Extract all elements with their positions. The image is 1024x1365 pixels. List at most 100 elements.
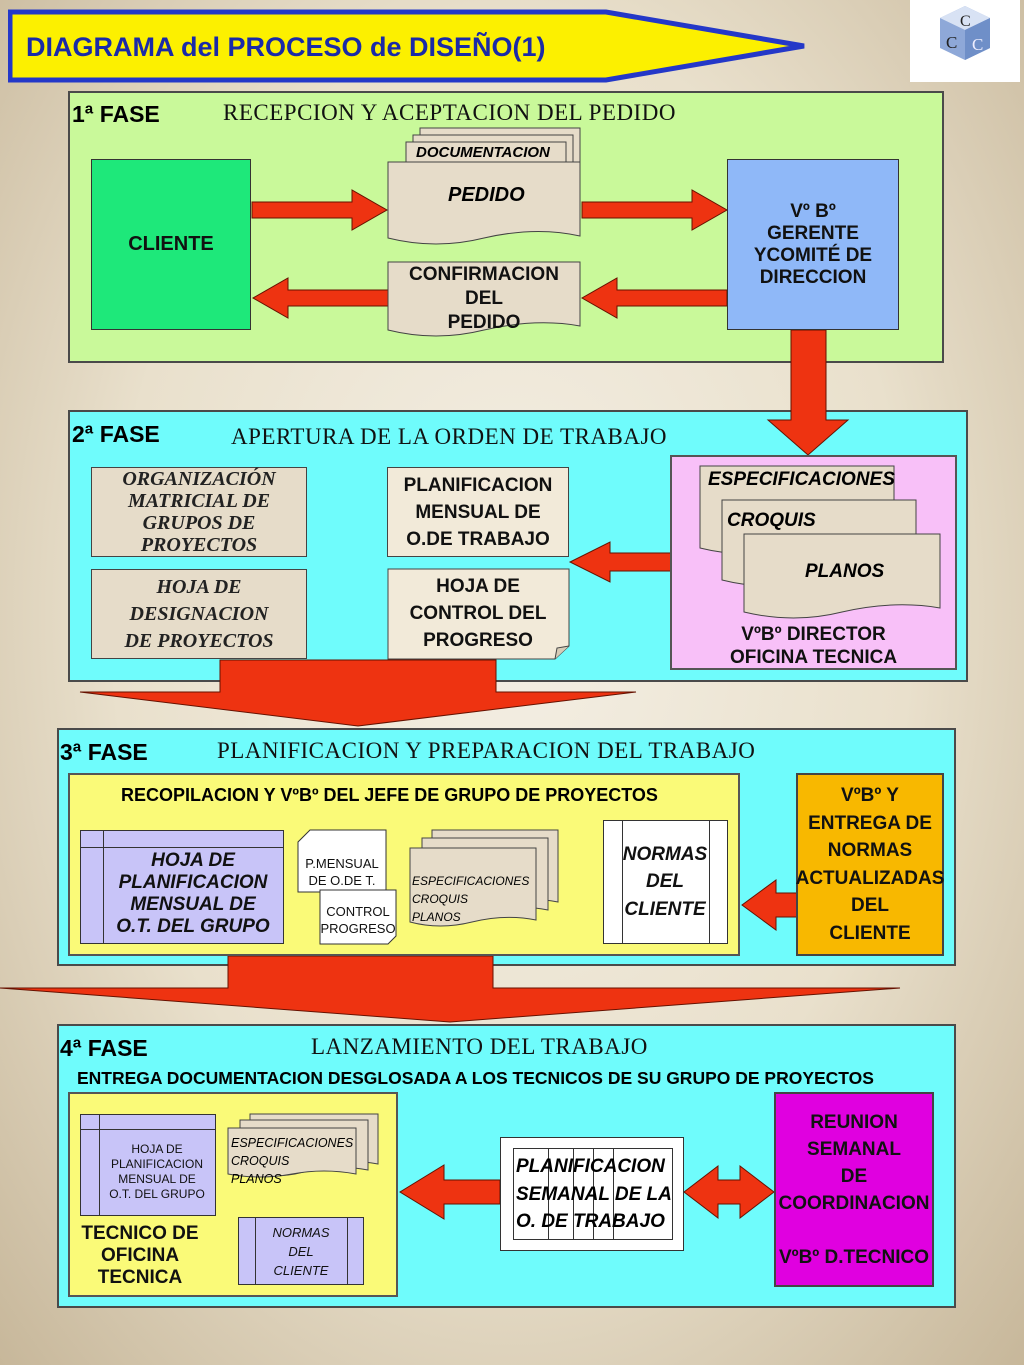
hoja-control-line-3: PROGRESO: [423, 629, 533, 651]
hoja-designacion-box: HOJA DE DESIGNACION DE PROYECTOS: [91, 569, 307, 659]
hoja-control-line-2: CONTROL DEL: [409, 602, 547, 624]
normas-cliente-box: [603, 820, 728, 944]
hoja-planificacion-line-2: PLANIFICACION: [118, 872, 268, 893]
organizacion-line-4: PROYECTOS: [140, 534, 258, 556]
organizacion-line-1: ORGANIZACIÓN: [122, 468, 276, 490]
docs-4-line-1: ESPECIFICACIONES: [231, 1136, 354, 1150]
normas-4-line-2: DEL: [288, 1243, 314, 1259]
tecnico-line-3: TECNICA: [97, 1267, 183, 1288]
documentacion-stack: [387, 127, 581, 245]
arrow-phase3-to-phase4: [0, 955, 901, 1023]
vb-entrega-line-6: CLIENTE: [829, 922, 911, 944]
hoja-planificacion-4-line-3: MENSUAL DE: [118, 1172, 196, 1186]
vb-gerente-box: Vº Bº GERENTE YCOMITÉ DE DIRECCION: [727, 159, 899, 330]
vb-director-line-2: OFICINA TECNICA: [729, 647, 898, 668]
confirmacion-line-1: CONFIRMACION: [409, 264, 559, 285]
reunion-line-1: REUNION: [810, 1111, 898, 1133]
arrow-cliente-to-pedido: [251, 189, 389, 231]
normas-line-2: DEL: [646, 871, 684, 893]
especificaciones-label: ESPECIFICACIONES: [708, 469, 895, 490]
vb-entrega-line-1: VºBº Y: [841, 785, 899, 806]
vb-gerente-line-3: YCOMITÉ DE: [753, 244, 873, 266]
reunion-line-3: DE: [840, 1165, 868, 1187]
vb-entrega-normas-box: VºBº Y ENTREGA DE NORMAS ACTUALIZADAS DE…: [796, 773, 944, 956]
vb-director-line-1: VºBº DIRECTOR: [741, 624, 886, 645]
confirmacion-text: CONFIRMACION DEL PEDIDO: [386, 262, 582, 336]
docs-3-line-3: PLANOS: [412, 910, 461, 924]
logo-letter-top: C: [960, 13, 971, 30]
hoja-planificacion-line-3: MENSUAL DE: [130, 894, 256, 915]
hoja-designacion-line-3: DE PROYECTOS: [124, 629, 274, 652]
specs-stack: [699, 465, 941, 619]
arrow-double-reunion: [683, 1164, 775, 1220]
recopilacion-label: RECOPILACION Y VºBº DEL JEFE DE GRUPO DE…: [121, 785, 658, 805]
vb-entrega-line-4: ACTUALIZADAS: [795, 867, 945, 889]
planificacion-line-2: MENSUAL DE: [415, 501, 541, 523]
hoja-planificacion-grupo-box: [80, 830, 284, 944]
confirmacion-line-2: DEL: [465, 288, 503, 309]
docs-3-line-1: ESPECIFICACIONES: [412, 874, 530, 888]
vb-gerente-line-4: DIRECCION: [759, 266, 867, 288]
planos-label: PLANOS: [805, 561, 885, 582]
planificacion-mensual-box: PLANIFICACION MENSUAL DE O.DE TRABAJO: [387, 467, 569, 557]
phase-1-label: 1ª FASE: [72, 101, 160, 127]
planificacion-semanal-line-3: O. DE TRABAJO: [516, 1211, 665, 1232]
planificacion-semanal-line-1: PLANIFICACION: [516, 1156, 665, 1177]
phase-4-title: LANZAMIENTO DEL TRABAJO: [311, 1034, 648, 1059]
hoja-planificacion-4-line-4: O.T. DEL GRUPO: [109, 1187, 205, 1201]
phase-3-label: 3ª FASE: [60, 739, 148, 765]
tecnico-oficina-text: TECNICO DE OFICINA TECNICA: [72, 1222, 208, 1290]
organizacion-matricial-box: ORGANIZACIÓN MATRICIAL DE GRUPOS DE PROY…: [91, 467, 307, 557]
reunion-line-6: VºBº D.TECNICO: [778, 1246, 930, 1268]
pmensual-line-1: P.MENSUAL: [305, 856, 379, 871]
entrega-documentacion-label: ENTREGA DOCUMENTACION DESGLOSADA A LOS T…: [77, 1068, 874, 1088]
arrow-confirm-to-cliente: [251, 277, 389, 319]
reunion-line-2: SEMANAL: [807, 1138, 901, 1160]
normas-4-line-1: NORMAS: [272, 1224, 330, 1240]
planificacion-semanal-line-2: SEMANAL DE LA: [516, 1183, 672, 1205]
title-banner: [8, 9, 805, 83]
croquis-label: CROQUIS: [727, 510, 816, 531]
vb-entrega-line-2: ENTREGA DE: [808, 812, 932, 834]
normas-4-line-3: CLIENTE: [273, 1262, 329, 1278]
vb-entrega-line-5: DEL: [851, 895, 889, 916]
hoja-planificacion-4-box: [80, 1114, 216, 1216]
docs-3-line-2: CROQUIS: [412, 892, 469, 906]
arrow-phase1-to-phase2: [766, 329, 850, 456]
phase-4-label: 4ª FASE: [60, 1035, 148, 1061]
docs-stack-4: [227, 1113, 379, 1178]
vb-entrega-line-3: NORMAS: [827, 840, 913, 861]
normas-cliente-4-box: [238, 1217, 364, 1285]
planificacion-line-1: PLANIFICACION: [403, 474, 553, 496]
phase-3-title: PLANIFICACION Y PREPARACION DEL TRABAJO: [217, 738, 756, 763]
hoja-planificacion-line-1: HOJA DE: [151, 850, 235, 871]
vb-gerente-line-1: Vº Bº: [790, 200, 836, 222]
normas-line-3: CLIENTE: [624, 898, 706, 920]
phase-1-title: RECEPCION Y ACEPTACION DEL PEDIDO: [223, 100, 676, 125]
hoja-planificacion-4-line-1: HOJA DE: [131, 1142, 183, 1156]
normas-line-1: NORMAS: [622, 843, 708, 865]
arrow-planificacion-to-yellow: [399, 1164, 501, 1220]
hoja-planificacion-4-text: HOJA DE PLANIFICACION MENSUAL DE O.T. DE…: [98, 1140, 216, 1204]
planificacion-line-3: O.DE TRABAJO: [406, 528, 550, 550]
hoja-planificacion-4-line-2: PLANIFICACION: [110, 1157, 203, 1171]
normas-cliente-4-text: NORMAS DEL CLIENTE: [254, 1220, 348, 1282]
control-progreso-line-1: CONTROL: [326, 904, 390, 919]
vb-director-text: VºBº DIRECTOR OFICINA TECNICA: [672, 623, 955, 669]
pedido-label: PEDIDO: [448, 184, 525, 206]
hoja-designacion-line-1: HOJA DE: [156, 575, 242, 598]
page-title: DIAGRAMA del PROCESO de DISEÑO(1): [26, 32, 546, 62]
tecnico-line-1: TECNICO DE: [81, 1223, 199, 1244]
documentacion-label: DOCUMENTACION: [416, 144, 550, 161]
docs-stack-3: [409, 829, 559, 927]
pmensual-line-2: DE O.DE T.: [308, 873, 376, 888]
hoja-designacion-line-2: DESIGNACION: [129, 602, 269, 625]
docs-3-text: ESPECIFICACIONES CROQUIS PLANOS: [412, 872, 529, 926]
arrow-pedido-to-vb: [581, 189, 729, 231]
phase-2-title: APERTURA DE LA ORDEN DE TRABAJO: [231, 424, 668, 449]
docs-4-line-3: PLANOS: [231, 1172, 282, 1186]
arrow-phase2-to-phase3: [79, 659, 637, 727]
organizacion-line-2: MATRICIAL DE: [127, 490, 271, 512]
hoja-planificacion-line-4: O.T. DEL GRUPO: [116, 916, 270, 937]
normas-cliente-text: NORMAS DEL CLIENTE: [621, 834, 709, 930]
